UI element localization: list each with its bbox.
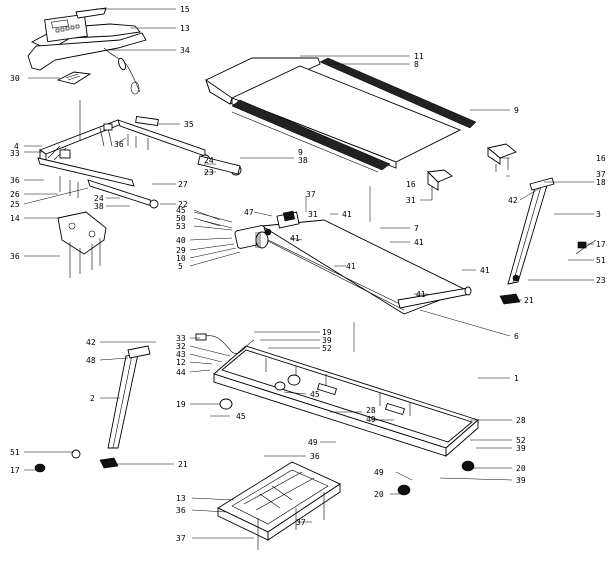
callout-47: 47 [244, 208, 254, 217]
front-upright-2 [34, 345, 151, 473]
callout-13: 13 [180, 24, 190, 33]
callout-18: 18 [596, 178, 606, 187]
callout-41: 41 [480, 266, 490, 275]
callout-31: 31 [308, 210, 318, 219]
callout-15: 15 [180, 5, 190, 14]
callout-23: 23 [204, 168, 214, 177]
callout-12: 12 [176, 358, 186, 367]
base-frame [195, 333, 479, 496]
callout-41: 41 [342, 210, 352, 219]
callout-32: 32 [176, 342, 186, 351]
callout-16: 16 [406, 180, 416, 189]
callout-41: 41 [416, 290, 426, 299]
callout-3: 3 [596, 210, 601, 219]
callout-28: 28 [516, 416, 526, 425]
callout-16: 16 [596, 154, 606, 163]
bottom-tray [217, 461, 341, 550]
callout-39: 39 [516, 476, 526, 485]
callout-49: 49 [308, 438, 318, 447]
callout-43: 43 [176, 350, 186, 359]
callout-41: 41 [414, 238, 424, 247]
callout-45: 45 [236, 412, 246, 421]
callout-41: 41 [346, 262, 356, 271]
callout-36: 36 [310, 452, 320, 461]
callout-21: 21 [524, 296, 534, 305]
callout-9: 9 [514, 106, 519, 115]
callout-20: 20 [516, 464, 526, 473]
callout-49: 49 [374, 468, 384, 477]
rear-upright-3 [499, 177, 597, 305]
callout-36: 36 [114, 140, 124, 149]
callout-37: 37 [306, 190, 316, 199]
callout-49: 49 [366, 415, 376, 424]
callout-11: 11 [414, 52, 424, 61]
callout-6: 6 [514, 332, 519, 341]
callout-17: 17 [596, 240, 606, 249]
callout-36: 36 [10, 252, 20, 261]
callout-21: 21 [178, 460, 188, 469]
callout-22: 22 [178, 200, 188, 209]
callout-48: 48 [86, 356, 96, 365]
callout-37: 37 [296, 518, 306, 527]
callout-28: 28 [366, 406, 376, 415]
section-marks [353, 186, 371, 352]
callout-39: 39 [322, 336, 332, 345]
callout-17: 17 [10, 466, 20, 475]
callout-39: 39 [516, 444, 526, 453]
callout-9: 9 [298, 148, 303, 157]
callout-33: 33 [10, 149, 20, 158]
callout-19: 19 [322, 328, 332, 337]
callout-41: 41 [290, 234, 300, 243]
callout-51: 51 [596, 256, 606, 265]
callout-51: 51 [10, 448, 20, 457]
callout-23: 23 [596, 276, 606, 285]
callout-38: 38 [298, 156, 308, 165]
callout-7: 7 [414, 224, 419, 233]
callout-14: 14 [10, 214, 20, 223]
callout-38: 38 [94, 202, 104, 211]
callout-34: 34 [180, 46, 190, 55]
callout-10: 10 [176, 254, 186, 263]
callout-40: 40 [176, 236, 186, 245]
callout-1: 1 [514, 374, 519, 383]
callout-13: 13 [176, 494, 186, 503]
running-belt-frame [193, 210, 472, 315]
callout-4: 4 [14, 142, 19, 151]
callout-19: 19 [176, 400, 186, 409]
callout-37: 37 [176, 534, 186, 543]
callout-30: 30 [10, 74, 20, 83]
callout-25: 25 [10, 200, 20, 209]
callout-50: 50 [176, 214, 186, 223]
callout-8: 8 [414, 60, 419, 69]
callout-45: 45 [176, 206, 186, 215]
handrail-frame [37, 100, 242, 209]
bracket-14 [57, 211, 107, 278]
callout-33: 33 [176, 334, 186, 343]
callout-37: 37 [596, 170, 606, 179]
callout-29: 29 [176, 246, 186, 255]
callout-52: 52 [322, 344, 332, 353]
callout-36: 36 [10, 176, 20, 185]
callout-31: 31 [406, 196, 416, 205]
callout-27: 27 [178, 180, 188, 189]
callout-42: 42 [508, 196, 518, 205]
motor-hood-and-deck [205, 57, 517, 200]
callout-20: 20 [374, 490, 384, 499]
callout-35: 35 [184, 120, 194, 129]
callout-5: 5 [178, 262, 183, 271]
callout-44: 44 [176, 368, 186, 377]
callout-53: 53 [176, 222, 186, 231]
callout-52: 52 [516, 436, 526, 445]
callout-42: 42 [86, 338, 96, 347]
leader-lines [23, 8, 594, 539]
callout-36: 36 [176, 506, 186, 515]
callout-labels: 15 13 34 30 11 8 9 4 33 35 36 24 23 9 38… [10, 5, 606, 543]
callout-24: 24 [204, 156, 214, 165]
callout-2: 2 [90, 394, 95, 403]
console-assembly [27, 7, 147, 95]
callout-26: 26 [10, 190, 20, 199]
callout-45: 45 [310, 390, 320, 399]
callout-24: 24 [94, 194, 104, 203]
